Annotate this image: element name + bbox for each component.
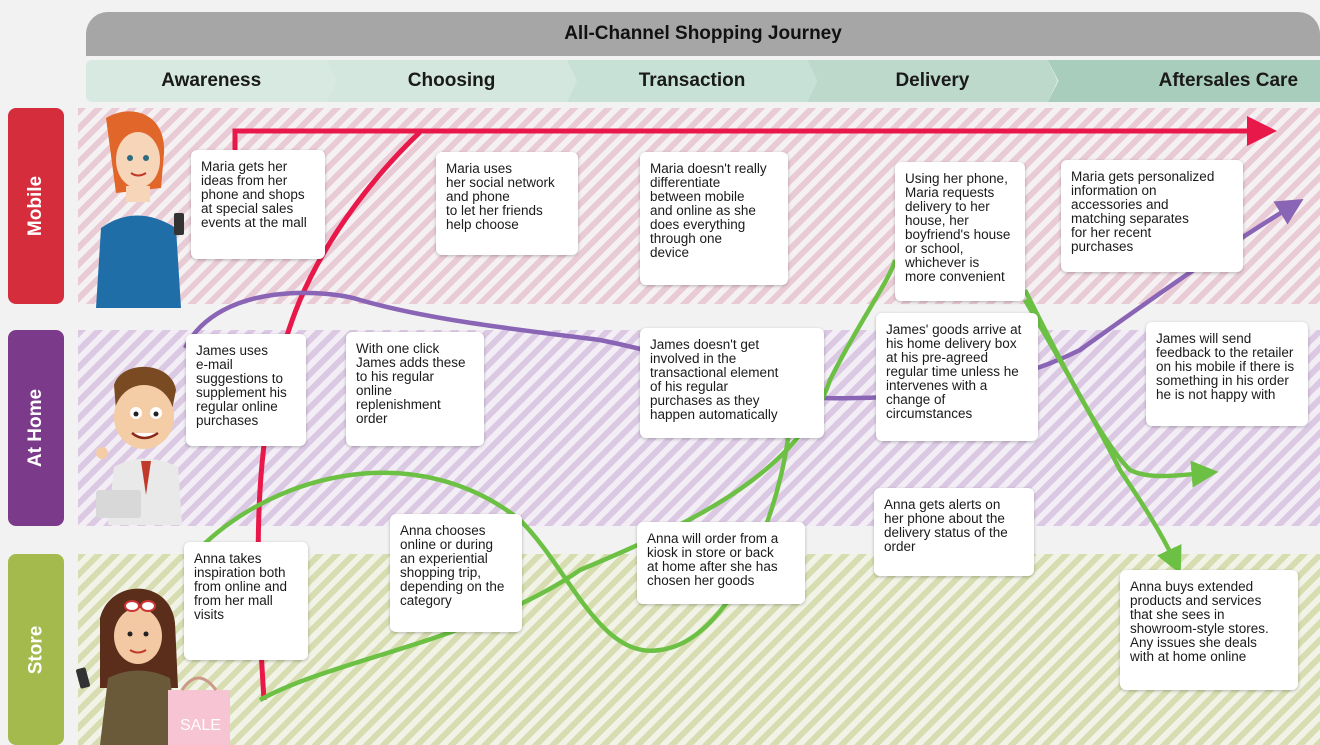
note-mobile-awareness: Maria gets her ideas from her phone and … bbox=[191, 150, 325, 259]
note-mobile-transaction: Maria doesn't really differentiate betwe… bbox=[640, 152, 788, 285]
note-mobile-choosing: Maria uses her social network and phone … bbox=[436, 152, 578, 255]
lane-label-home: At Home bbox=[8, 330, 64, 526]
note-home-aftersales: James will send feedback to the retailer… bbox=[1146, 322, 1308, 426]
note-store-transaction: Anna will order from a kiosk in store or… bbox=[637, 522, 805, 604]
anna-path-2 bbox=[258, 259, 898, 702]
stage-delivery: Delivery bbox=[807, 60, 1058, 102]
note-store-awareness: Anna takes inspiration both from online … bbox=[184, 542, 308, 660]
maria-path-top bbox=[232, 116, 1277, 150]
laptop-icon bbox=[96, 490, 141, 518]
diagram-title: All-Channel Shopping Journey bbox=[86, 12, 1320, 56]
sale-tag: SALE bbox=[180, 717, 221, 734]
note-home-awareness: James uses e-mail suggestions to supplem… bbox=[186, 334, 306, 446]
shopping-bag-icon: SALE bbox=[168, 676, 230, 745]
maria-avatar bbox=[96, 111, 184, 308]
stage-bar: Awareness Choosing Transaction Delivery … bbox=[86, 60, 1320, 102]
sunglasses-icon bbox=[124, 600, 140, 612]
note-home-choosing: With one click James adds these to his r… bbox=[346, 332, 484, 446]
note-store-aftersales: Anna buys extended products and services… bbox=[1120, 570, 1298, 690]
stage-choosing: Choosing bbox=[326, 60, 577, 102]
stage-aftersales-care: Aftersales Care bbox=[1047, 60, 1320, 102]
james-avatar bbox=[96, 366, 182, 525]
anna-avatar: SALE bbox=[76, 588, 230, 745]
stage-awareness: Awareness bbox=[86, 60, 337, 102]
note-mobile-delivery: Using her phone, Maria requests delivery… bbox=[895, 162, 1025, 301]
note-home-transaction: James doesn't get involved in the transa… bbox=[640, 328, 824, 438]
stage-transaction: Transaction bbox=[566, 60, 818, 102]
phone-icon bbox=[174, 213, 184, 235]
lane-label-mobile: Mobile bbox=[8, 108, 64, 304]
note-home-delivery: James' goods arrive at his home delivery… bbox=[876, 313, 1038, 441]
note-store-delivery: Anna gets alerts on her phone about the … bbox=[874, 488, 1034, 576]
lane-label-store: Store bbox=[8, 554, 64, 745]
note-store-choosing: Anna chooses online or during an experie… bbox=[390, 514, 522, 632]
note-mobile-aftersales: Maria gets personalized information on a… bbox=[1061, 160, 1243, 272]
phone-icon bbox=[76, 667, 90, 689]
anna-path-4 bbox=[1023, 298, 1182, 575]
